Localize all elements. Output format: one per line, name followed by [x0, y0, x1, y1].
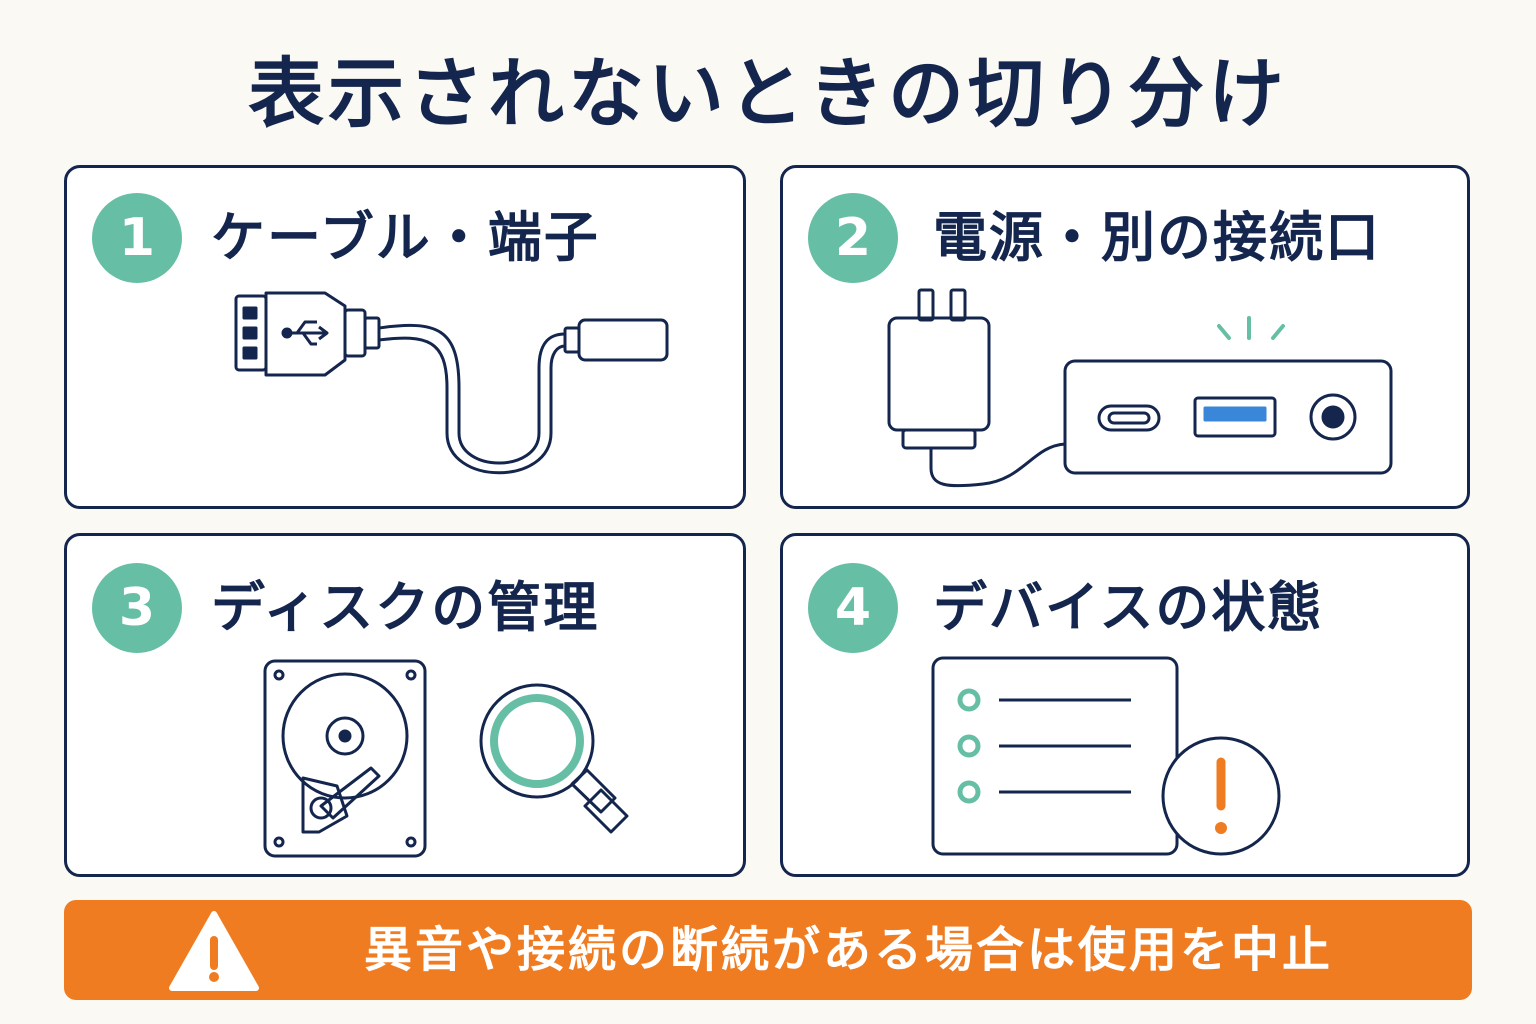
- page-title: 表示されないときの切り分け: [248, 49, 1288, 138]
- step-badge: 1: [92, 193, 182, 283]
- card-power-port: 2 電源・別の接続口: [780, 165, 1470, 509]
- card-cable-terminal: 1 ケーブル・端子: [64, 165, 746, 509]
- power-adapter-and-ports-icon: [887, 288, 1393, 488]
- card-title: ディスクの管理: [211, 576, 600, 639]
- warning-banner: 異音や接続の断続がある場合は使用を中止: [64, 900, 1472, 1000]
- card-device-status: 4 デバイスの状態: [780, 533, 1470, 877]
- warning-text: 異音や接続の断続がある場合は使用を中止: [364, 922, 1334, 978]
- step-badge: 2: [808, 193, 898, 283]
- device-list-alert-icon: [931, 656, 1281, 856]
- card-title: ケーブル・端子: [211, 206, 600, 269]
- usb-cable-icon: [234, 291, 669, 475]
- card-title: 電源・別の接続口: [933, 206, 1381, 269]
- warning-triangle-icon: [169, 911, 259, 991]
- card-title: デバイスの状態: [933, 576, 1324, 639]
- step-badge: 4: [808, 563, 898, 653]
- card-disk-management: 3 ディスクの管理: [64, 533, 746, 877]
- hard-drive-magnifier-icon: [263, 659, 629, 858]
- step-badge: 3: [92, 563, 182, 653]
